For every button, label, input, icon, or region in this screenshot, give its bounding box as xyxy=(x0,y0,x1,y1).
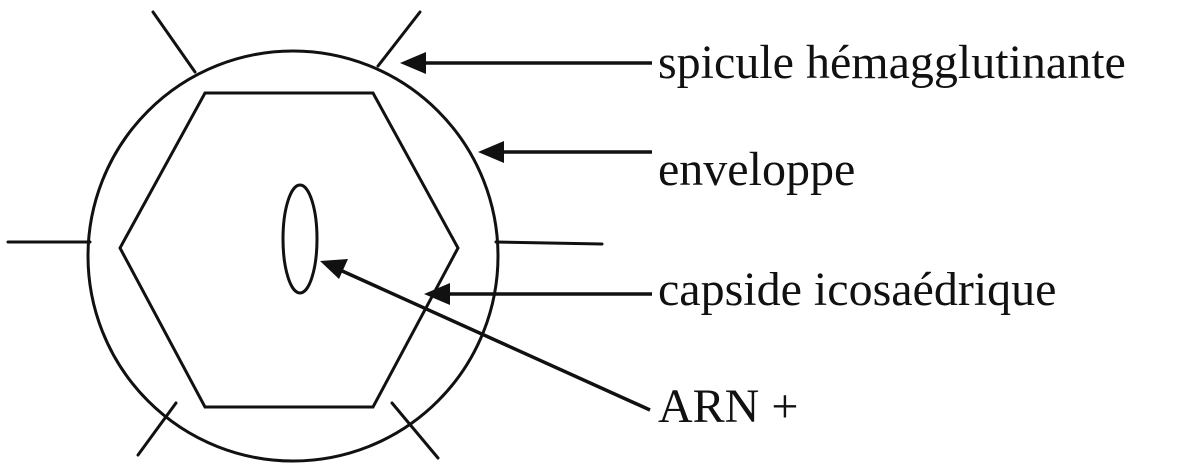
label-rna: ARN + xyxy=(658,380,798,433)
spikes xyxy=(6,10,604,460)
spike-top-left xyxy=(151,10,197,74)
rna-ellipse xyxy=(281,183,319,295)
spike-top-right xyxy=(376,10,422,68)
label-spike: spicule hémagglutinante xyxy=(658,36,1126,89)
label-capsid: capside icosaédrique xyxy=(658,263,1056,316)
capsid-hexagon xyxy=(118,91,460,409)
arrows xyxy=(320,52,652,412)
spike-bottom-right xyxy=(390,401,440,460)
envelope-circle xyxy=(86,49,500,463)
arrow-spike xyxy=(400,52,652,74)
arrow-capsid xyxy=(424,283,652,305)
arrow-envelope xyxy=(478,141,652,163)
spike-bottom-left xyxy=(136,401,178,457)
label-envelope: enveloppe xyxy=(658,143,855,196)
arrow-rna xyxy=(320,259,651,412)
spike-right xyxy=(494,240,604,246)
